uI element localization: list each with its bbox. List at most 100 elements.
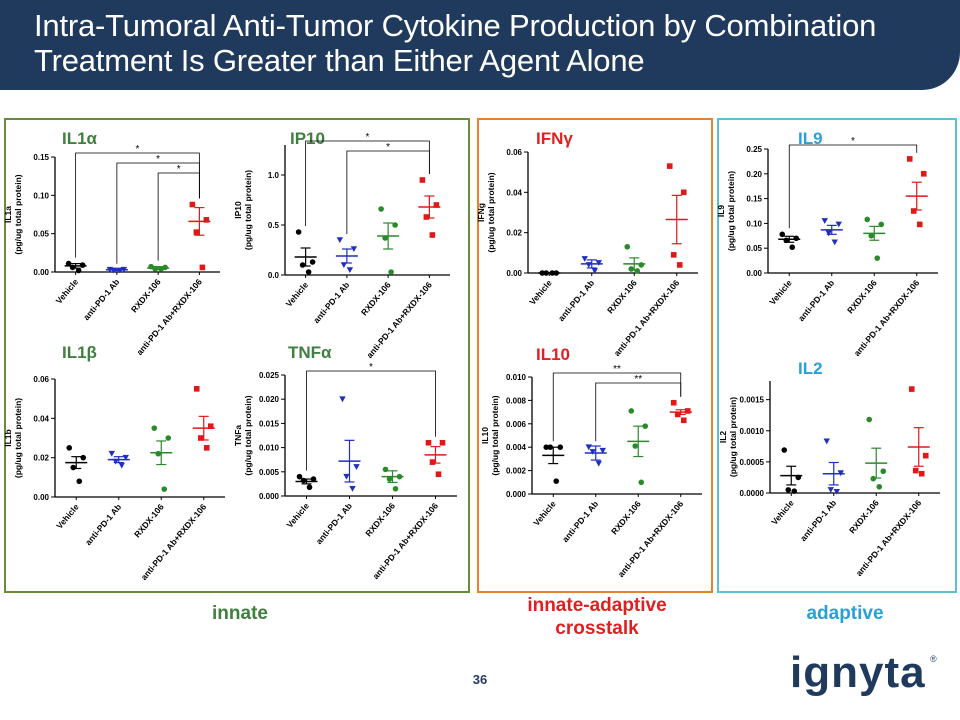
data-point (916, 221, 923, 228)
x-tick-label: anti-PD-1 Ab (560, 499, 600, 544)
y-tick-label: 0.10 (33, 191, 49, 200)
y-tick-label: 0.05 (746, 244, 762, 253)
page-number: 36 (472, 672, 488, 687)
data-point (918, 470, 925, 477)
data-point (310, 476, 317, 482)
data-point (349, 485, 356, 492)
data-point (910, 208, 917, 214)
data-point (789, 244, 796, 251)
x-tick-label: anti-PD-1 Ab (556, 278, 596, 323)
significance-label: ** (613, 364, 621, 375)
x-tick-label: Vehicle (54, 277, 81, 306)
data-point (193, 386, 200, 392)
data-point (876, 483, 883, 490)
x-tick-label: RXDX-106 (847, 498, 881, 536)
y-tick-label: 0.0005 (740, 458, 765, 467)
data-point (539, 270, 546, 276)
data-point (557, 444, 564, 451)
data-point (75, 267, 82, 274)
x-tick-label: RXDX-106 (845, 278, 879, 316)
y-tick-label: 0.0 (268, 271, 280, 280)
y-axis-label: (pg/ug total protein) (728, 397, 738, 477)
data-point (680, 417, 687, 424)
data-point (547, 444, 554, 451)
adaptive-group-box (717, 118, 957, 593)
data-point (628, 266, 635, 272)
data-point (684, 408, 691, 414)
y-tick-label: 0.002 (506, 467, 527, 476)
data-point (189, 201, 196, 208)
x-tick-label: Vehicle (527, 278, 554, 307)
data-point (666, 163, 673, 169)
data-point (595, 460, 602, 467)
data-point (161, 486, 168, 492)
data-point (634, 268, 641, 274)
crosstalk-group-box (477, 118, 713, 593)
y-tick-label: 0.02 (506, 229, 522, 238)
data-point (553, 270, 560, 276)
data-point (70, 464, 77, 471)
data-point (624, 243, 631, 250)
data-point (433, 202, 440, 208)
data-point (378, 206, 384, 212)
crosstalk-group-label: innate-adaptive crosstalk (527, 595, 667, 639)
data-point (382, 235, 388, 241)
x-tick-label: RXDX-106 (605, 278, 639, 316)
data-point (585, 262, 592, 268)
data-point (116, 267, 124, 274)
y-axis-label: IL1a (3, 206, 13, 223)
adaptive-group-label: adaptive (806, 603, 884, 624)
data-point (670, 252, 677, 258)
x-tick-label: Vehicle (284, 280, 311, 309)
data-point (151, 425, 158, 431)
data-point (599, 447, 606, 454)
x-tick-label: anti-PD-1 Ab (314, 501, 354, 546)
y-tick-label: 0.25 (746, 145, 762, 154)
data-point (670, 399, 677, 406)
y-tick-label: 0.06 (506, 148, 522, 157)
data-point (825, 230, 832, 237)
y-tick-label: 0.06 (33, 375, 49, 384)
data-point (585, 444, 592, 451)
x-tick-label: Vehicle (285, 501, 312, 530)
data-point (628, 408, 635, 414)
registered-mark-icon: ® (930, 654, 937, 664)
y-tick-label: 0.00 (746, 269, 762, 278)
data-point (880, 468, 887, 475)
data-point (632, 443, 639, 449)
data-point (76, 478, 83, 485)
data-point (197, 435, 204, 441)
significance-label: * (156, 154, 160, 165)
data-point (821, 218, 828, 224)
significance-label: * (851, 136, 855, 147)
chart-panel-6: IL100.0000.0020.0040.0060.0080.010IL10(p… (480, 345, 702, 579)
data-point (118, 462, 125, 469)
y-tick-label: 0.5 (268, 221, 280, 230)
y-axis-label: (pg/ug total protein) (243, 170, 253, 250)
data-point (429, 232, 436, 238)
x-tick-label: anti-PD-1 Ab (798, 498, 838, 543)
data-point (392, 222, 398, 228)
data-point (419, 177, 426, 183)
data-point (543, 444, 550, 451)
y-axis-label: (pg/ug total protein) (13, 398, 23, 478)
significance-label: * (136, 144, 140, 155)
data-point (429, 459, 436, 465)
chart-title: IL10 (536, 345, 570, 364)
data-point (589, 449, 596, 455)
y-axis-label: (pg/ug total protein) (726, 171, 736, 251)
data-point (122, 454, 129, 461)
significance-bracket (595, 382, 682, 442)
logo-text: ignyta (790, 648, 926, 697)
data-point (868, 233, 875, 239)
data-point (340, 262, 348, 268)
data-point (781, 447, 788, 453)
y-axis-label: (pg/ug total protein) (13, 174, 23, 254)
data-point (827, 487, 834, 493)
data-point (203, 445, 210, 451)
data-point (396, 473, 403, 480)
data-point (595, 260, 602, 266)
data-point (837, 470, 844, 477)
